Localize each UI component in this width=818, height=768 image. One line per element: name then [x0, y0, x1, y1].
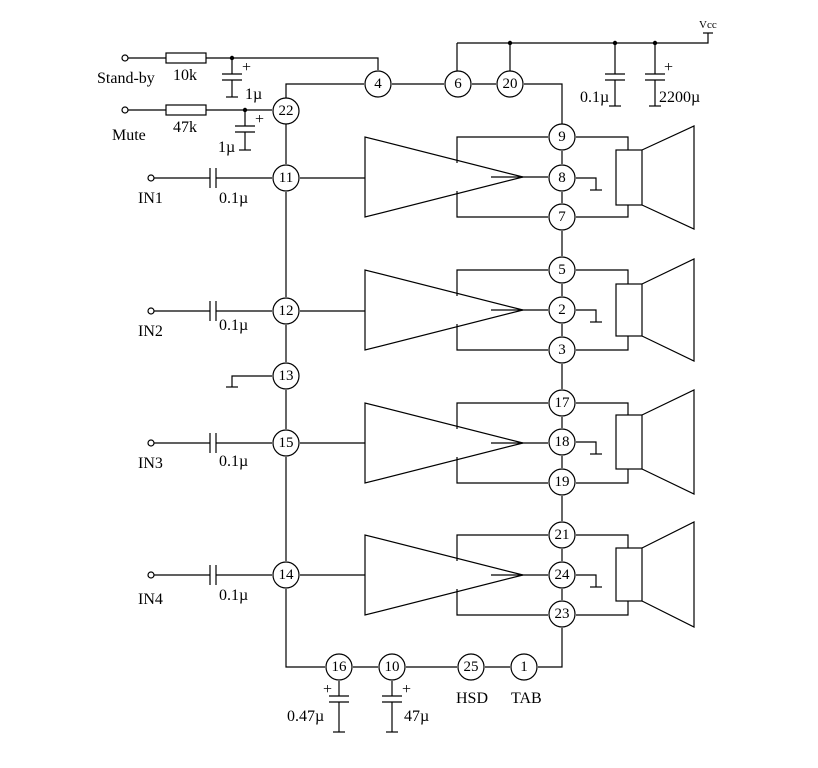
input-channel-3 [147, 433, 365, 453]
pin-13: 13 [272, 362, 300, 390]
vcc-label: Vcc [699, 19, 717, 31]
tab-label: TAB [511, 690, 542, 707]
amplifier-2 [364, 231, 629, 351]
svg-text:3: 3 [558, 342, 566, 358]
in3-cap-label: 0.1µ [219, 453, 248, 470]
pin-25: 25 [457, 653, 485, 681]
standby-label: Stand-by [97, 70, 155, 87]
in2-label: IN2 [138, 323, 163, 340]
speaker-3 [615, 389, 695, 495]
svg-text:11: 11 [279, 170, 293, 186]
input-channel-4 [147, 565, 365, 585]
svg-text:7: 7 [558, 209, 566, 225]
svg-text:1: 1 [520, 659, 528, 675]
vcc-cap2-label: 2200µ [659, 89, 700, 106]
mute-cap-plus: + [255, 111, 264, 128]
svg-text:25: 25 [464, 659, 479, 675]
amplifier-1 [364, 136, 629, 218]
standby-cap-label: 1µ [245, 86, 262, 103]
pin10-capacitor [382, 681, 402, 733]
vcc-rail [456, 32, 713, 125]
svg-text:23: 23 [555, 606, 570, 622]
pin-10: 10 [378, 653, 406, 681]
vcc-cap1-label: 0.1µ [580, 89, 609, 106]
svg-text:5: 5 [558, 262, 566, 278]
mute-resistor-label: 47k [173, 119, 197, 136]
pin-5: 5 [548, 256, 576, 284]
pin-24: 24 [548, 561, 576, 589]
pin-7: 7 [548, 203, 576, 231]
input-channel-1 [147, 168, 365, 188]
svg-text:24: 24 [555, 567, 571, 583]
pin-21: 21 [548, 521, 576, 549]
svg-text:20: 20 [503, 76, 518, 92]
pin-22: 22 [272, 97, 300, 125]
amplifier-4 [364, 496, 629, 616]
svg-text:4: 4 [374, 76, 382, 92]
pin-2: 2 [548, 296, 576, 324]
svg-text:19: 19 [555, 474, 570, 490]
svg-text:21: 21 [555, 527, 570, 543]
in1-label: IN1 [138, 190, 163, 207]
svg-text:16: 16 [332, 659, 348, 675]
pin-16: 16 [325, 653, 353, 681]
pin-6: 6 [444, 70, 472, 98]
svg-text:9: 9 [558, 129, 566, 145]
standby-network [121, 52, 379, 98]
pin-3: 3 [548, 336, 576, 364]
svg-text:2: 2 [558, 302, 566, 318]
vcc-capacitor-large [645, 43, 665, 107]
pin-8: 8 [548, 164, 576, 192]
svg-text:10: 10 [385, 659, 400, 675]
in4-cap-label: 0.1µ [219, 587, 248, 604]
amplifier-3 [364, 364, 629, 484]
vcc-cap2-plus: + [664, 59, 673, 76]
in3-label: IN3 [138, 455, 163, 472]
pin-19: 19 [548, 468, 576, 496]
pin-18: 18 [548, 428, 576, 456]
pin-12: 12 [272, 297, 300, 325]
svg-text:6: 6 [454, 76, 462, 92]
svg-text:22: 22 [279, 103, 294, 119]
pin-17: 17 [548, 389, 576, 417]
mute-network [121, 104, 272, 151]
speaker-1 [615, 125, 695, 230]
pin-14: 14 [272, 561, 300, 589]
svg-text:12: 12 [279, 303, 294, 319]
input-channel-2 [147, 301, 365, 321]
pin-4: 4 [364, 70, 392, 98]
pin13-ground [226, 375, 272, 388]
pin-9: 9 [548, 123, 576, 151]
pin16-cap-plus: + [323, 681, 332, 698]
svg-text:15: 15 [279, 435, 294, 451]
speaker-4 [615, 521, 695, 628]
standby-cap-plus: + [242, 59, 251, 76]
pin-15: 15 [272, 429, 300, 457]
svg-text:18: 18 [555, 434, 570, 450]
svg-text:14: 14 [279, 567, 295, 583]
pin10-cap-plus: + [402, 681, 411, 698]
in2-cap-label: 0.1µ [219, 317, 248, 334]
input-rail [285, 83, 563, 668]
pin-23: 23 [548, 600, 576, 628]
speaker-2 [615, 258, 695, 362]
standby-resistor-label: 10k [173, 67, 197, 84]
in4-label: IN4 [138, 591, 163, 608]
svg-text:17: 17 [555, 395, 571, 411]
pin16-cap-label: 0.47µ [287, 708, 324, 725]
svg-text:8: 8 [558, 170, 566, 186]
hsd-label: HSD [456, 690, 488, 707]
pin-20: 20 [496, 70, 524, 98]
in1-cap-label: 0.1µ [219, 190, 248, 207]
pin-11: 11 [272, 164, 300, 192]
vcc-capacitor-small [605, 43, 625, 107]
mute-label: Mute [112, 127, 146, 144]
mute-cap-label: 1µ [218, 139, 235, 156]
pin-1: 1 [510, 653, 538, 681]
pin10-cap-label: 47µ [404, 708, 429, 725]
svg-text:13: 13 [279, 368, 294, 384]
pin16-capacitor [329, 681, 349, 733]
